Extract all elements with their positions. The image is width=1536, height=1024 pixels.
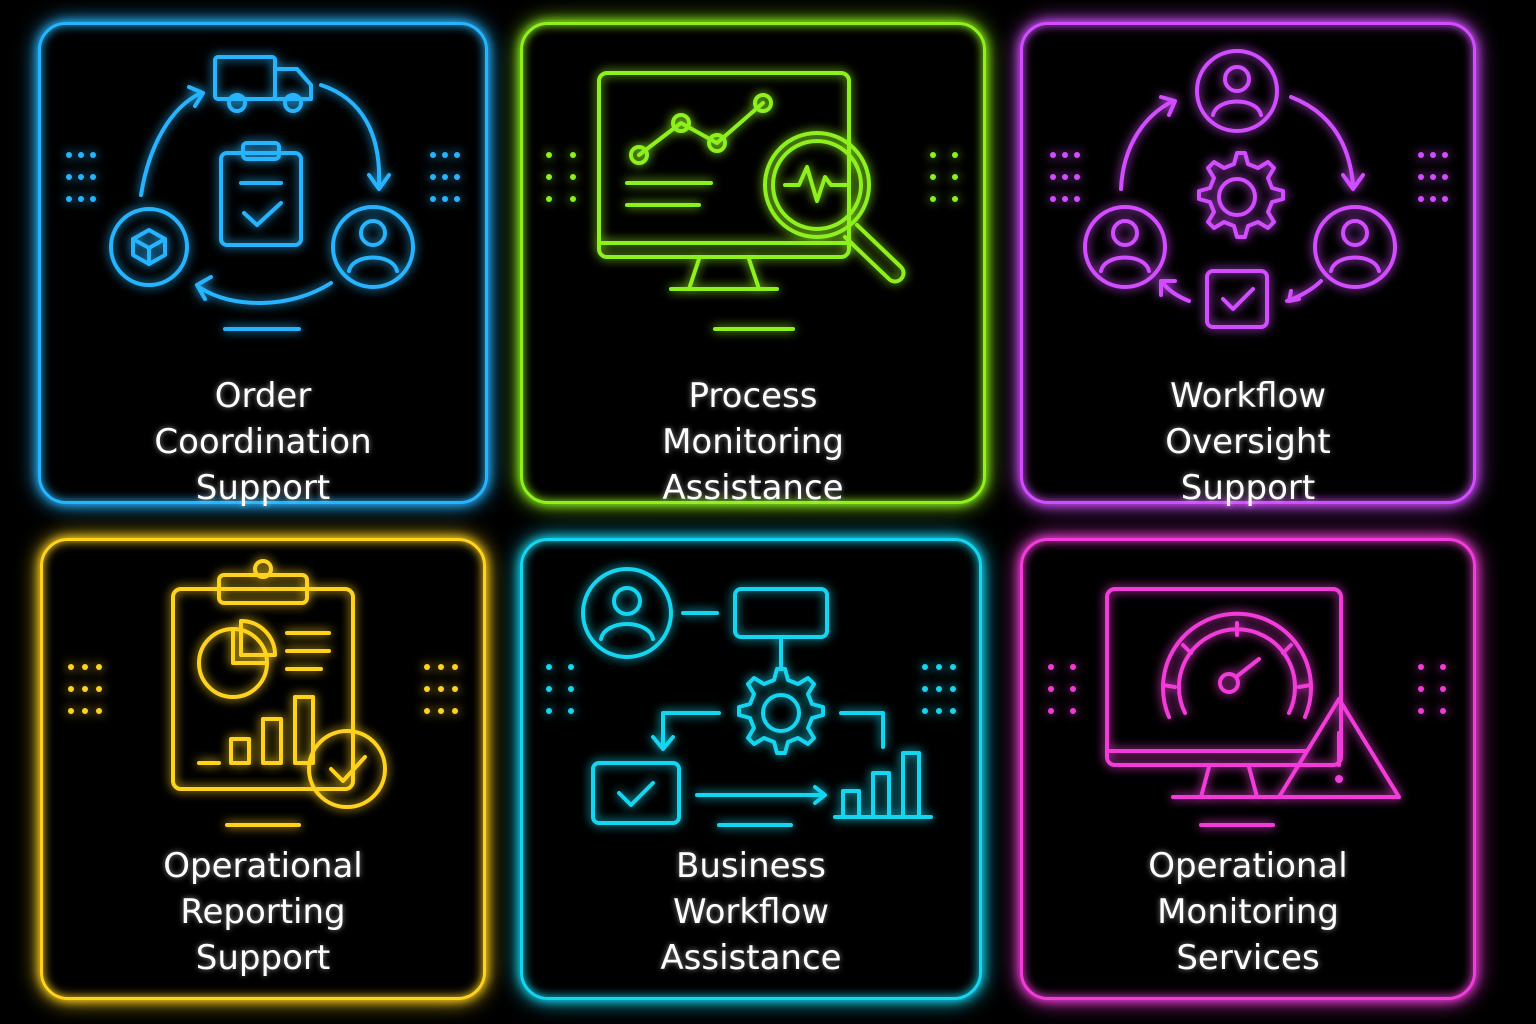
- card-title: Order Coordination Support: [154, 376, 372, 508]
- card-title: Operational Monitoring Services: [1148, 846, 1348, 978]
- truck-icon: [213, 55, 313, 113]
- warning-triangle-icon: [1277, 697, 1401, 799]
- card-title: Operational Reporting Support: [163, 846, 363, 978]
- clipboard-check-icon: [219, 141, 303, 247]
- gauge-icon: [1161, 611, 1313, 719]
- card-operational-reporting[interactable]: Operational Reporting Support: [40, 538, 486, 1000]
- clipboard-icon: [171, 559, 355, 791]
- card-operational-monitoring[interactable]: Operational Monitoring Services: [1020, 538, 1476, 1000]
- card-business-workflow[interactable]: Business Workflow Assistance: [520, 538, 982, 1000]
- gear-icon: [1197, 151, 1285, 239]
- order-cycle-icon: [66, 55, 460, 331]
- card-title: Process Monitoring Assistance: [662, 376, 844, 508]
- card-title: Business Workflow Assistance: [660, 846, 842, 978]
- dot-grid-right: [430, 152, 460, 202]
- card-process-monitoring[interactable]: Process Monitoring Assistance: [520, 22, 986, 508]
- line-chart-icon: [629, 93, 773, 165]
- magnifier-pulse-icon: [763, 131, 906, 284]
- bar-chart-icon: [833, 751, 933, 819]
- card-order-coordination[interactable]: Order Coordination Support: [38, 22, 488, 508]
- workflow-oversight-icon: [1050, 49, 1448, 329]
- process-box: [733, 587, 829, 639]
- dot-grid-left: [66, 152, 96, 202]
- pie-chart-icon: [197, 619, 277, 699]
- user-node-icon: [331, 205, 415, 289]
- user-top-icon: [1195, 49, 1279, 133]
- monitor-icon: [597, 71, 851, 291]
- monitor-gauge-alert-icon: [1048, 587, 1446, 827]
- card-workflow-oversight[interactable]: Workflow Oversight Support: [1020, 22, 1476, 508]
- user-right-icon: [1313, 205, 1397, 289]
- check-box-icon: [1205, 269, 1269, 329]
- business-flow-icon: [546, 567, 956, 827]
- gear-icon: [737, 667, 825, 755]
- report-clipboard-icon: [68, 559, 458, 827]
- package-node-icon: [109, 207, 189, 287]
- user-left-icon: [1083, 205, 1167, 289]
- monitor-icon: [1105, 587, 1343, 799]
- user-icon: [581, 567, 673, 659]
- check-circle-icon: [307, 729, 387, 809]
- check-box-icon: [591, 761, 681, 825]
- card-title: Workflow Oversight Support: [1165, 376, 1331, 508]
- bar-chart-icon: [197, 695, 315, 765]
- monitor-search-icon: [546, 71, 958, 331]
